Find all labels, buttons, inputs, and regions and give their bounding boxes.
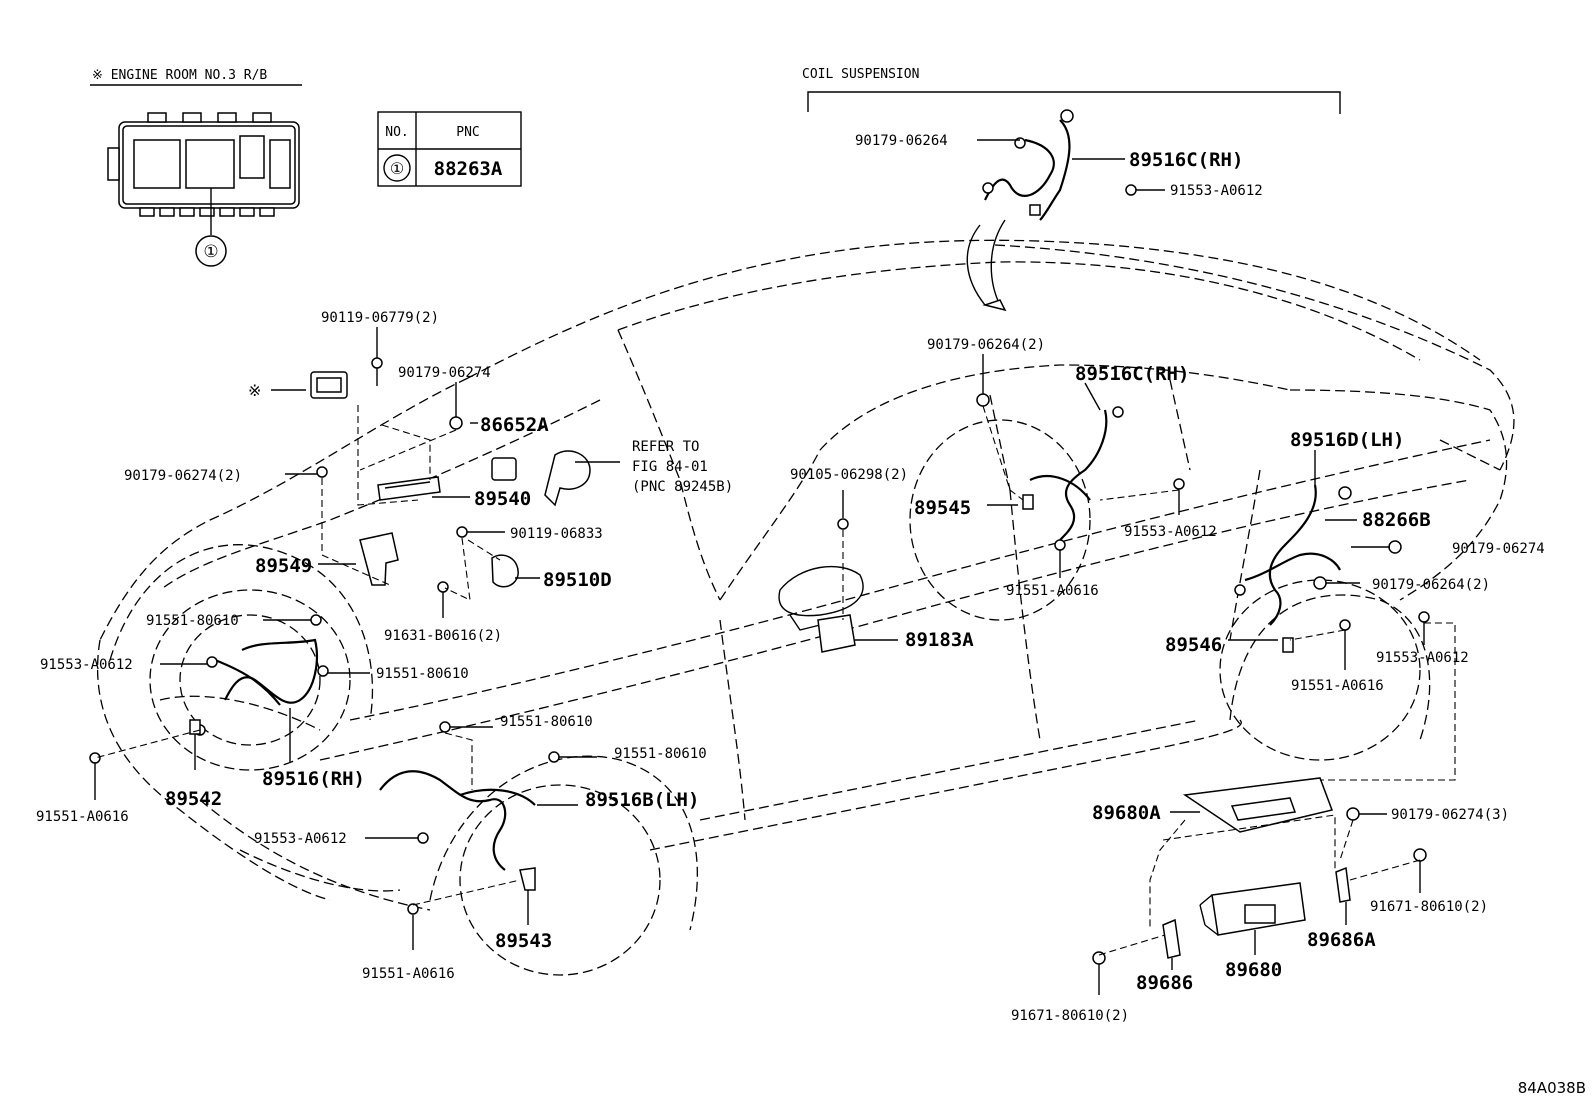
label-89543: 89543 xyxy=(495,930,552,952)
label-90179-06264-2-rear: 90179-06264(2) xyxy=(1372,577,1490,593)
pnc-table-pnc-header: PNC xyxy=(456,125,479,140)
label-89680: 89680 xyxy=(1225,959,1282,981)
label-90179-06274-3: 90179-06274(3) xyxy=(1391,807,1509,823)
label-89680a: 89680A xyxy=(1092,802,1161,824)
coil-suspension-bracket xyxy=(807,91,1341,114)
label-91551-80610-b: 91551-80610 xyxy=(376,666,469,682)
label-88266b: 88266B xyxy=(1362,509,1431,531)
label-89542: 89542 xyxy=(165,788,222,810)
figure-code: 84A038B xyxy=(1518,1079,1586,1097)
label-91551-80610-a: 91551-80610 xyxy=(146,613,239,629)
label-91631-b0616: 91631-B0616(2) xyxy=(384,628,502,644)
label-91553-a0612-mid: 91553-A0612 xyxy=(1124,524,1217,540)
coil-suspension-title: COIL SUSPENSION xyxy=(802,67,919,82)
label-90179-06274-a: 90179-06274 xyxy=(398,365,491,381)
pnc-table-row-pnc: 88263A xyxy=(434,158,503,180)
label-89510d: 89510D xyxy=(543,569,612,591)
callout-one: ① xyxy=(203,242,218,262)
label-89516c-rh-top: 89516C(RH) xyxy=(1129,149,1243,171)
label-89516d-lh: 89516D(LH) xyxy=(1290,429,1404,451)
label-89516c-rh-mid: 89516C(RH) xyxy=(1075,363,1189,385)
label-91551-a0616-left: 91551-A0616 xyxy=(362,966,455,982)
label-91553-a0612-rear: 91553-A0612 xyxy=(1376,650,1469,666)
label-90119-06833: 90119-06833 xyxy=(510,526,603,542)
asterisk-mark: ※ xyxy=(248,381,261,400)
label-89546: 89546 xyxy=(1165,634,1222,656)
label-90179-06274-2: 90179-06274(2) xyxy=(124,468,242,484)
pnc-table xyxy=(377,111,522,187)
label-91551-80610-c: 91551-80610 xyxy=(500,714,593,730)
label-89540: 89540 xyxy=(474,488,531,510)
leader-lines xyxy=(94,139,1425,995)
label-89516-rh: 89516(RH) xyxy=(262,768,365,790)
label-91551-80610-d: 91551-80610 xyxy=(614,746,707,762)
label-91553-a0612-top: 91553-A0612 xyxy=(1170,183,1263,199)
label-91551-a0616-rear: 91551-A0616 xyxy=(1291,678,1384,694)
relay-block-illustration xyxy=(107,112,300,267)
label-89686: 89686 xyxy=(1136,972,1193,994)
label-91553-a0612-left: 91553-A0612 xyxy=(254,831,347,847)
pnc-table-no-header: NO. xyxy=(385,125,408,140)
label-91553-a0612-front: 91553-A0612 xyxy=(40,657,133,673)
label-89183a: 89183A xyxy=(905,629,974,651)
label-90119-06779: 90119-06779(2) xyxy=(321,310,439,326)
refer-note-line-3: (PNC 89245B) xyxy=(632,479,733,495)
label-91671-80610-right: 91671-80610(2) xyxy=(1370,899,1488,915)
label-91551-a0616-mid: 91551-A0616 xyxy=(1006,583,1099,599)
label-90105-06298: 90105-06298(2) xyxy=(790,467,908,483)
pnc-table-row-no: ① xyxy=(390,159,404,178)
label-91671-80610-left: 91671-80610(2) xyxy=(1011,1008,1129,1024)
label-86652a: 86652A xyxy=(480,414,549,436)
engine-room-note: ※ ENGINE ROOM NO.3 R/B xyxy=(92,68,267,83)
car-body-outline xyxy=(96,239,1515,976)
assembly-dashed-lines xyxy=(94,405,1456,956)
refer-note-line-2: FIG 84-01 xyxy=(632,459,708,475)
label-89686a: 89686A xyxy=(1307,929,1376,951)
label-89516b-lh: 89516B(LH) xyxy=(585,789,699,811)
label-89549: 89549 xyxy=(255,555,312,577)
label-90179-06264-2-mid: 90179-06264(2) xyxy=(927,337,1045,353)
label-90179-06274-rear: 90179-06274 xyxy=(1452,541,1545,557)
label-90179-06264-top: 90179-06264 xyxy=(855,133,948,149)
label-91551-a0616-front: 91551-A0616 xyxy=(36,809,129,825)
label-89545: 89545 xyxy=(914,497,971,519)
hardware-parts xyxy=(89,109,1430,965)
refer-note-line-1: REFER TO xyxy=(632,439,699,455)
